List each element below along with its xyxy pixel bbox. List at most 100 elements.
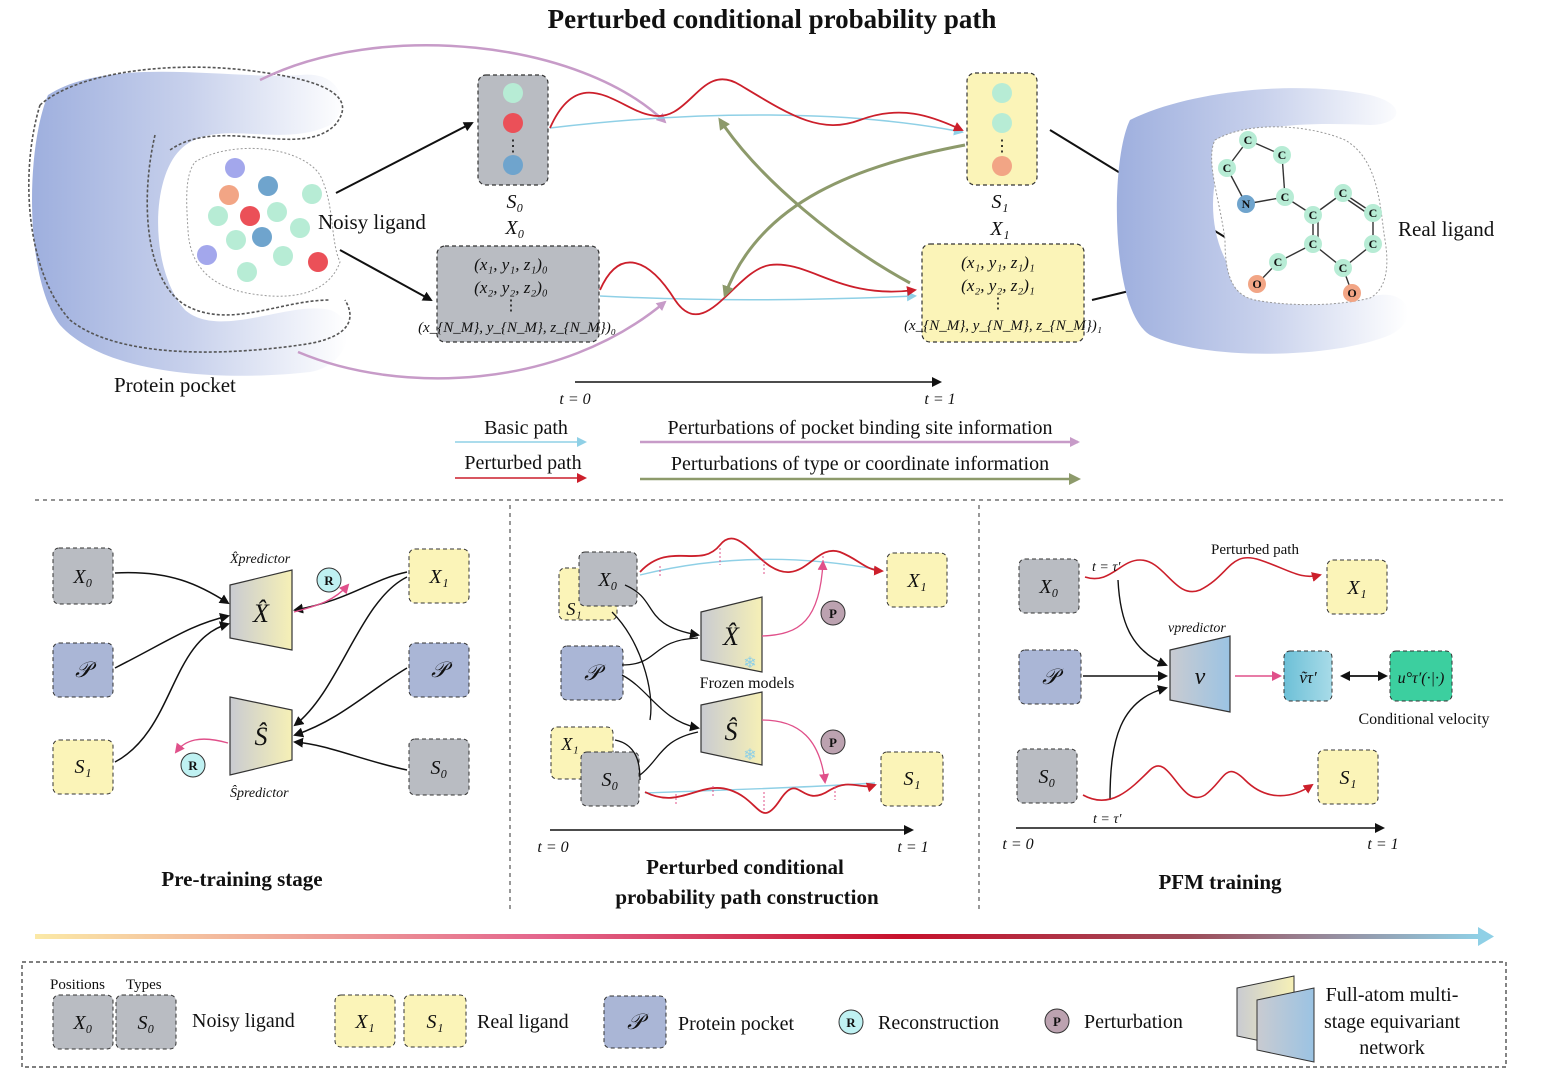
p3-s1-box — [1317, 749, 1379, 805]
arrow-to-s0 — [335, 122, 474, 194]
p2-s0-label: S₀ — [602, 769, 619, 791]
basic-path-bottom — [599, 291, 917, 302]
p2-s1-box — [880, 751, 944, 807]
legend-basic-path: Basic path — [484, 417, 568, 439]
legend-perturbation-badge — [1044, 1008, 1070, 1034]
x0-coordinate-box — [436, 245, 600, 343]
p1-pocket2-box — [408, 642, 470, 698]
protein-pocket-left — [28, 66, 351, 376]
p3-v-label: v — [1195, 664, 1206, 690]
real-ligand-label: Real ligand — [1398, 217, 1495, 241]
x1-coordinate-box — [921, 243, 1085, 343]
p3-arrow-s — [1109, 685, 1168, 801]
legend-s1: S₁ — [427, 1011, 444, 1033]
noisy-ligand-label: Noisy ligand — [318, 210, 426, 234]
p2-frozen-label: Frozen models — [700, 675, 795, 692]
type-perturbation-arrow-up — [722, 143, 966, 298]
p3-perturbed-path-top — [1084, 557, 1322, 593]
legend-reconstruction-badge — [838, 1009, 864, 1035]
p1-x1-label: X₁ — [428, 566, 448, 588]
legend-x0-box — [52, 994, 114, 1050]
atom-10: C — [1369, 237, 1378, 251]
legend-s1-box — [403, 994, 467, 1048]
legend-real-ligand: Real ligand — [477, 1011, 569, 1033]
p1-s0-label: S₀ — [431, 757, 448, 779]
x1-coord-2: (x₂, y₂, z₂)₁ — [961, 276, 1035, 295]
arrow-to-x0 — [339, 249, 433, 301]
basic-path-top — [549, 114, 964, 136]
p2-snowflake-icon-2: ❄ — [743, 747, 756, 764]
p2-x0-label: X₀ — [597, 569, 617, 591]
p2-x0-box — [578, 551, 638, 607]
p2-perturb-arrow-top — [761, 560, 828, 637]
p1-s1-box — [52, 739, 114, 795]
legend-type-perturbation: Perturbations of type or coordinate info… — [671, 453, 1049, 475]
t0-label: t = 0 — [559, 391, 590, 408]
p1-s0-box — [408, 738, 470, 796]
p2-basic-path-bottom — [644, 782, 876, 794]
pocket-perturbation-arc-top — [259, 44, 667, 124]
p2-caption-line1: Perturbed conditional — [646, 855, 844, 879]
p2-s1-back-label: S₁ — [566, 599, 581, 619]
p3-perturbed-path-label: Perturbed path — [1211, 542, 1299, 558]
legend-protein-pocket: Protein pocket — [678, 1013, 795, 1035]
atom-13: O — [1252, 277, 1261, 291]
p3-vtilde-box — [1283, 650, 1333, 702]
atom-4: N — [1242, 197, 1251, 211]
p3-s0-label: S₀ — [1039, 766, 1056, 788]
pocket-perturbation-arc-bottom — [297, 300, 667, 380]
p2-s0-box — [580, 751, 640, 807]
atom-14: O — [1347, 286, 1356, 300]
x0-coord-dots: ⋮ — [504, 298, 519, 314]
svg-text:⋮: ⋮ — [994, 138, 1010, 155]
p1-x-network-label: X̂ — [252, 599, 270, 628]
atom-9: C — [1309, 237, 1318, 251]
p1-pocket-box — [52, 642, 114, 698]
x0-coord-n: (x_{N_M}, y_{N_M}, z_{N_M})₀ — [418, 320, 616, 336]
p3-v-network — [1169, 635, 1231, 713]
p3-tau-top: t = τ′ — [1092, 560, 1121, 575]
p2-snowflake-icon-1: ❄ — [743, 655, 756, 672]
x1-coord-dots: ⋮ — [991, 296, 1006, 312]
p2-s1-label: S₁ — [904, 768, 921, 790]
legend-positions: Positions — [50, 977, 105, 993]
x0-label: X₀ — [504, 217, 524, 239]
p1-x0-box — [52, 547, 114, 605]
legend-network-line1: Full-atom multi- — [1326, 984, 1459, 1006]
legend-x1: X₁ — [354, 1011, 374, 1033]
p2-s-network-label: Ŝ — [725, 717, 738, 746]
p3-s1-label: S₁ — [1340, 767, 1357, 789]
gradient-bar-arrowhead — [1478, 927, 1494, 946]
p2-s-frozen-network — [700, 691, 763, 766]
legend-p: P — [1053, 1014, 1061, 1029]
atom-12: C — [1339, 261, 1348, 275]
protein-pocket-label: Protein pocket — [114, 373, 236, 397]
legend-pocket-perturbation: Perturbations of pocket binding site inf… — [668, 417, 1053, 439]
svg-text:⋮: ⋮ — [505, 138, 521, 155]
s0-label: S₀ — [507, 191, 524, 213]
legend-network-line2: stage equivariant — [1324, 1011, 1460, 1033]
p1-x1-box — [408, 548, 470, 604]
legend-perturbation: Perturbation — [1084, 1011, 1183, 1033]
p3-caption: PFM training — [1158, 870, 1282, 894]
p3-pocket-box — [1018, 649, 1082, 705]
p2-basic-path-top — [639, 558, 881, 576]
real-ligand-molecule: C C C N C C C C C C C C O O — [1218, 131, 1382, 302]
legend-r: R — [846, 1015, 856, 1030]
p3-x1-box — [1326, 559, 1388, 615]
x1-coord-1: (x₁, y₁, z₁)₁ — [961, 253, 1035, 272]
legend-types: Types — [126, 977, 162, 993]
p2-perturbation-badge-1 — [820, 600, 846, 626]
atom-5: C — [1281, 190, 1290, 204]
progress-gradient-bar — [35, 934, 1480, 939]
p2-perturbed-path-bottom — [644, 782, 877, 814]
p1-caption: Pre-training stage — [161, 867, 322, 891]
noisy-ligand-atoms — [197, 158, 328, 282]
legend-x0: X₀ — [72, 1012, 92, 1034]
p3-t1: t = 1 — [1367, 836, 1398, 853]
s1-label: S₁ — [992, 191, 1009, 213]
p1-recon-arrow-x — [293, 583, 350, 613]
p1-x-predictor: X̂predictor — [229, 551, 291, 567]
p1-s1-label: S₁ — [75, 756, 92, 778]
